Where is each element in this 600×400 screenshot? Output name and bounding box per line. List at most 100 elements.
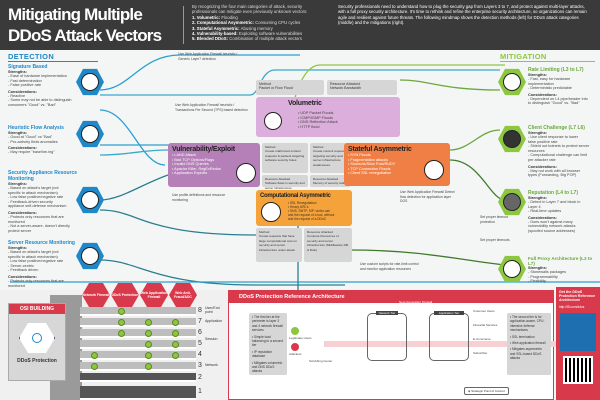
- note-profile: Use profile definitions and resource mon…: [172, 193, 226, 202]
- connector-line: [449, 129, 501, 151]
- strength-item: - Good at "Good" vs "Bad": [8, 135, 53, 139]
- note-timeouts: Set proper timeouts: [480, 238, 510, 242]
- strength-item: - Programmability: [528, 274, 558, 279]
- strengths-label: Strengths:: [8, 70, 27, 74]
- ecommerce-label: E-Commerce: [473, 337, 491, 341]
- computational-resource: Resource Attacked Compute Resources of s…: [304, 228, 352, 262]
- frankenstein-icon: [261, 202, 281, 222]
- floor-6: [80, 329, 196, 338]
- consideration-item: types (Forwarding, Big POP): [528, 173, 577, 178]
- floor-1: [80, 386, 196, 400]
- list-item: • Mitigates volumetric and DNS DDoS atta…: [252, 360, 283, 374]
- note-timeout-protection: Set proper timeout protection: [480, 215, 508, 224]
- vampire-icon: [424, 160, 444, 180]
- shield-icon: [91, 352, 98, 359]
- strength-item: - Shield out botnets to protect server: [528, 144, 590, 149]
- consideration-item: - Protects only resources that are: [8, 214, 64, 219]
- osi-badge: OSI BUILDING DDoS Protection: [8, 303, 66, 381]
- attackers-icon: [291, 343, 299, 351]
- floor-4: [80, 351, 196, 360]
- detection-server-monitoring: Server Resource Monitoring Strengths: - …: [8, 240, 88, 288]
- list-item: 2. Computational Asymmetric:: [192, 20, 254, 26]
- floor-number: 5: [198, 340, 202, 347]
- consideration-item: - May require "baseline-ing": [8, 150, 55, 155]
- promo-link[interactable]: http://f5.com/ddos: [559, 305, 585, 309]
- list-item: Application Tier: [434, 311, 464, 315]
- attackers-label: Attackers: [289, 352, 302, 356]
- considerations-label: Considerations:: [528, 92, 557, 97]
- reference-architecture-panel: DDoS Protection Reference Architecture •…: [228, 290, 564, 400]
- note-waf-generic: Use Web Application Firewall heuristic /…: [178, 52, 238, 61]
- volumetric-title: Volumetric: [288, 100, 322, 107]
- consideration-item: monitored: [8, 219, 25, 224]
- list-item: • Application Exploits: [172, 171, 208, 176]
- strength-item: - Server-centric: [8, 263, 34, 268]
- strengths-label: Strengths:: [528, 73, 547, 77]
- list-item: Combination of multiple attack vectors: [229, 36, 302, 42]
- ddos-protection-icon: [19, 322, 55, 354]
- promo-panel[interactable]: Get the DDoS Protection Reference Archit…: [556, 287, 600, 400]
- connector-line: [99, 259, 345, 286]
- strength-item: - Stonewalls packages: [528, 270, 566, 274]
- report-cover-image: [560, 313, 596, 351]
- volumetric-resource: Resource Attacked Network Bandwidth: [327, 80, 397, 95]
- network-tier-box: Network Tier: [367, 311, 407, 361]
- shield-icon: [145, 352, 152, 359]
- strengths-label: Strengths:: [8, 182, 27, 186]
- shield-icon: [118, 330, 125, 337]
- strengths-label: Strengths:: [8, 131, 27, 135]
- strength-item: - Fast determination: [8, 78, 42, 83]
- floor-number: 4: [198, 351, 202, 358]
- strength-item: specific to attack mechanism): [8, 190, 58, 195]
- strengths-label: Strengths:: [528, 196, 547, 200]
- detection-heading: DETECTION: [8, 52, 55, 61]
- list-item: Abusing memory: [240, 25, 273, 31]
- floor-label: Application: [205, 319, 223, 323]
- stateful-card: Stateful Asymmetric • SYN Floods• Fragme…: [344, 143, 450, 186]
- list-item: • SSL termination: [510, 334, 535, 339]
- detection-underline: [8, 61, 98, 62]
- strength-item: - Computational challenge can limit: [528, 153, 588, 158]
- shield-icon: [145, 330, 152, 337]
- volumetric-method: Method Packet or Flow Flood: [256, 80, 324, 95]
- pirate-icon: [236, 163, 256, 183]
- floor-5: [80, 340, 196, 349]
- considerations-label: Considerations:: [8, 146, 37, 151]
- strength-item: - Use client response to lower: [528, 135, 579, 139]
- column-waf: Web Application Firewall: [140, 283, 168, 307]
- floor-number: 6: [198, 329, 202, 336]
- stateful-title: Stateful Asymmetric: [348, 146, 412, 153]
- column-anti-fraud: Web Anti-Fraud/ADC: [169, 283, 197, 307]
- strength-item: Layer 4: [528, 204, 541, 209]
- stateful-list: • SYN Floods• Fragmentation attacks• Slo…: [348, 153, 446, 176]
- detection-signature-based: Signature Based Strengths: - Ease of har…: [8, 64, 88, 108]
- floor-7: [80, 318, 196, 327]
- list-item: • Apache Killer, RegExRedos: [172, 166, 221, 171]
- detection-heuristic-flow: Heuristic Flow Analysis Strengths: - Goo…: [8, 125, 88, 155]
- connector-line: [99, 174, 169, 201]
- strength-item: per attacker rate: [528, 157, 556, 162]
- scrubbing-center-label: Scrubbing Center: [309, 359, 333, 363]
- tier2-notes: • The second tier is for application-awa…: [507, 313, 551, 375]
- osi-badge-title: OSI BUILDING: [9, 304, 65, 314]
- mitigation-rate-limiting: Rate Limiting (L3 to L7) Strengths: - Fa…: [528, 67, 600, 106]
- mitigation-full-proxy: Full Proxy Architecture (L3 to L7) Stren…: [528, 256, 600, 284]
- legitimate-users-icon: [291, 327, 299, 335]
- strength-item: implementation: [528, 81, 554, 86]
- stateful-resource: Resource Attacked Memory of security and…: [310, 175, 350, 187]
- connector-line: [99, 109, 166, 166]
- list-item: • Client SSL renegotiation: [348, 171, 392, 176]
- list-item: • Web application firewall: [510, 341, 546, 346]
- list-item: Exploiting software vulnerabilities: [238, 31, 303, 37]
- list-item: and the request of a tool, without: [288, 213, 335, 217]
- category-4: 4. Vulnerability-based: Exploiting softw…: [192, 31, 327, 36]
- list-item: • Simple load balancing to a second tier: [252, 334, 284, 348]
- connector-line: [99, 149, 169, 156]
- stateful-method: Method Create content requests targeting…: [310, 143, 350, 173]
- shield-icon: [118, 319, 125, 326]
- shield-icon: [145, 363, 152, 370]
- strength-item: - Based on attack's target (not: [8, 186, 59, 190]
- list-item: and the request of a DDoS: [288, 217, 326, 221]
- qr-code[interactable]: [563, 356, 593, 384]
- connector-line: [449, 159, 506, 201]
